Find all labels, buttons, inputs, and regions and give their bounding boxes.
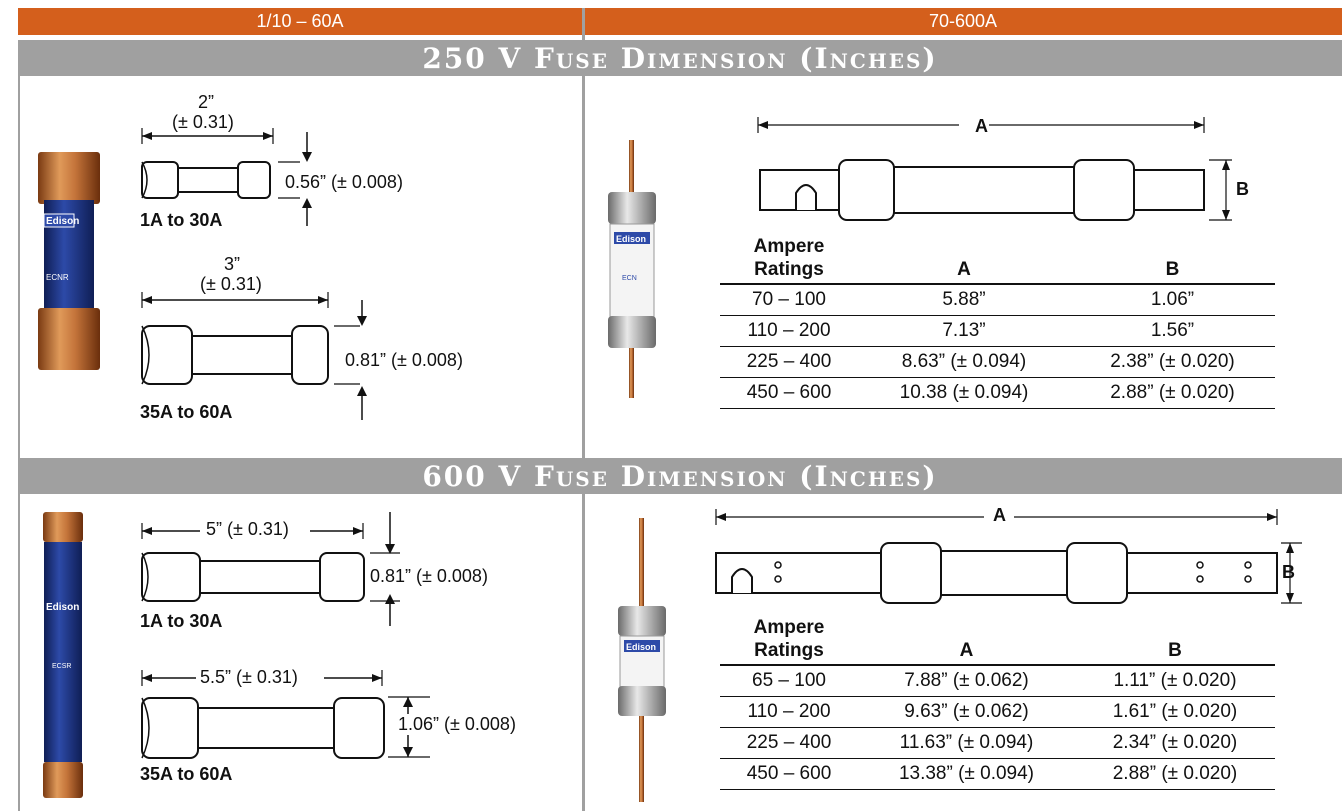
table-row: 450 – 600 10.38 (± 0.094) 2.88” (± 0.020…	[720, 377, 1275, 409]
table-row: 65 – 100 7.88” (± 0.062) 1.11” (± 0.020)	[720, 665, 1275, 697]
length-label: 5.5” (± 0.31)	[200, 667, 298, 687]
left-border	[18, 494, 20, 811]
column-divider	[582, 8, 585, 40]
cell-b: 2.38” (± 0.020)	[1069, 346, 1275, 378]
svg-text:ECSR: ECSR	[52, 663, 71, 670]
column-divider	[582, 76, 585, 458]
table-row: 450 – 600 13.38” (± 0.094) 2.88” (± 0.02…	[720, 758, 1275, 790]
table-row: 110 – 200 7.13” 1.56”	[720, 315, 1275, 347]
cell-a: 7.88” (± 0.062)	[858, 665, 1075, 697]
diameter-arrows	[302, 132, 312, 226]
svg-text:Edison: Edison	[626, 642, 656, 652]
cell-b: 2.88” (± 0.020)	[1074, 758, 1275, 790]
cell-b: 1.56”	[1069, 315, 1275, 347]
diameter-arrows	[357, 300, 367, 420]
svg-text:ECNR: ECNR	[46, 273, 69, 282]
cell-rating: 110 – 200	[720, 696, 858, 728]
cell-rating: 450 – 600	[720, 758, 858, 790]
cell-rating: 110 – 200	[720, 315, 858, 347]
cell-a: 7.13”	[858, 315, 1070, 347]
cell-b: 1.61” (± 0.020)	[1074, 696, 1275, 728]
left-border	[18, 76, 20, 458]
fuse-drawing-35a-60a-600v	[141, 668, 385, 759]
range-label: 1A to 30A	[140, 210, 223, 230]
fuse-blade-drawing-250v	[757, 116, 1232, 221]
length-label: 5” (± 0.31)	[206, 519, 289, 539]
range-label: 35A to 60A	[140, 402, 233, 422]
tab-large-range: 70-600A	[928, 11, 998, 31]
tab-small-range: 1/10 – 60A	[18, 8, 584, 35]
cell-b: 2.88” (± 0.020)	[1069, 377, 1275, 409]
fuse-drawing-1a-30a-600v	[141, 521, 400, 602]
cell-a: 9.63” (± 0.062)	[858, 696, 1075, 728]
cell-a: 5.88”	[858, 284, 1070, 316]
fuse-photo-ecsr: Edison ECSR	[43, 512, 83, 798]
fuse-photo-600v-blade: Edison	[618, 518, 666, 802]
range-label: 1A to 30A	[140, 611, 223, 631]
header-b: B	[1074, 614, 1275, 666]
header-b: B	[1069, 233, 1275, 285]
range-label: 35A to 60A	[140, 764, 233, 784]
svg-text:Edison: Edison	[616, 234, 646, 244]
fuse-drawing-35a-60a-250v	[141, 292, 360, 385]
diameter-arrows	[385, 512, 395, 626]
dim-b-label: B	[1236, 179, 1249, 199]
length-tolerance: (± 0.31)	[200, 274, 262, 294]
column-divider	[582, 494, 585, 811]
header-a: A	[858, 233, 1070, 285]
dim-a-label: A	[975, 116, 988, 136]
cell-a: 8.63” (± 0.094)	[858, 346, 1070, 378]
table-row: 225 – 400 11.63” (± 0.094) 2.34” (± 0.02…	[720, 727, 1275, 759]
svg-text:ECN: ECN	[622, 275, 637, 282]
fuse-drawing-1a-30a-250v	[141, 128, 300, 199]
cell-a: 13.38” (± 0.094)	[858, 758, 1075, 790]
table-row: 70 – 100 5.88” 1.06”	[720, 284, 1275, 316]
length-tolerance: (± 0.31)	[172, 112, 234, 132]
cell-a: 10.38 (± 0.094)	[858, 377, 1070, 409]
cell-rating: 450 – 600	[720, 377, 858, 409]
table-row: 110 – 200 9.63” (± 0.062) 1.61” (± 0.020…	[720, 696, 1275, 728]
section-title-600v: 600 V Fuse Dimension (Inches)	[18, 458, 1342, 494]
svg-text:Edison: Edison	[46, 216, 79, 227]
fuse-photo-ecnr: Edison ECNR	[38, 152, 100, 370]
diameter-label: 0.81” (± 0.008)	[345, 350, 463, 370]
cell-rating: 225 – 400	[720, 727, 858, 759]
dim-b-label: B	[1282, 562, 1295, 582]
cell-b: 1.06”	[1069, 284, 1275, 316]
length-label: 3”	[224, 254, 241, 274]
dim-a-label: A	[993, 505, 1006, 525]
cell-rating: 65 – 100	[720, 665, 858, 697]
diameter-label: 0.81” (± 0.008)	[370, 566, 488, 586]
cell-b: 2.34” (± 0.020)	[1074, 727, 1275, 759]
table-row: 225 – 400 8.63” (± 0.094) 2.38” (± 0.020…	[720, 346, 1275, 378]
cell-a: 11.63” (± 0.094)	[858, 727, 1075, 759]
fuse-blade-drawing-600v	[715, 507, 1302, 604]
fuse-photo-ecn: Edison ECN	[608, 140, 656, 398]
diameter-label: 1.06” (± 0.008)	[398, 714, 516, 735]
svg-text:Edison: Edison	[46, 602, 79, 613]
cell-rating: 70 – 100	[720, 284, 858, 316]
section-title-250v: 250 V Fuse Dimension (Inches)	[18, 40, 1342, 76]
cell-rating: 225 – 400	[720, 346, 858, 378]
header-a: A	[858, 614, 1075, 666]
length-label: 2”	[198, 92, 215, 112]
ampere-range-header: 1/10 – 60A 70-600A	[18, 8, 1342, 35]
diameter-label: 0.56” (± 0.008)	[285, 172, 403, 192]
cell-b: 1.11” (± 0.020)	[1074, 665, 1275, 697]
